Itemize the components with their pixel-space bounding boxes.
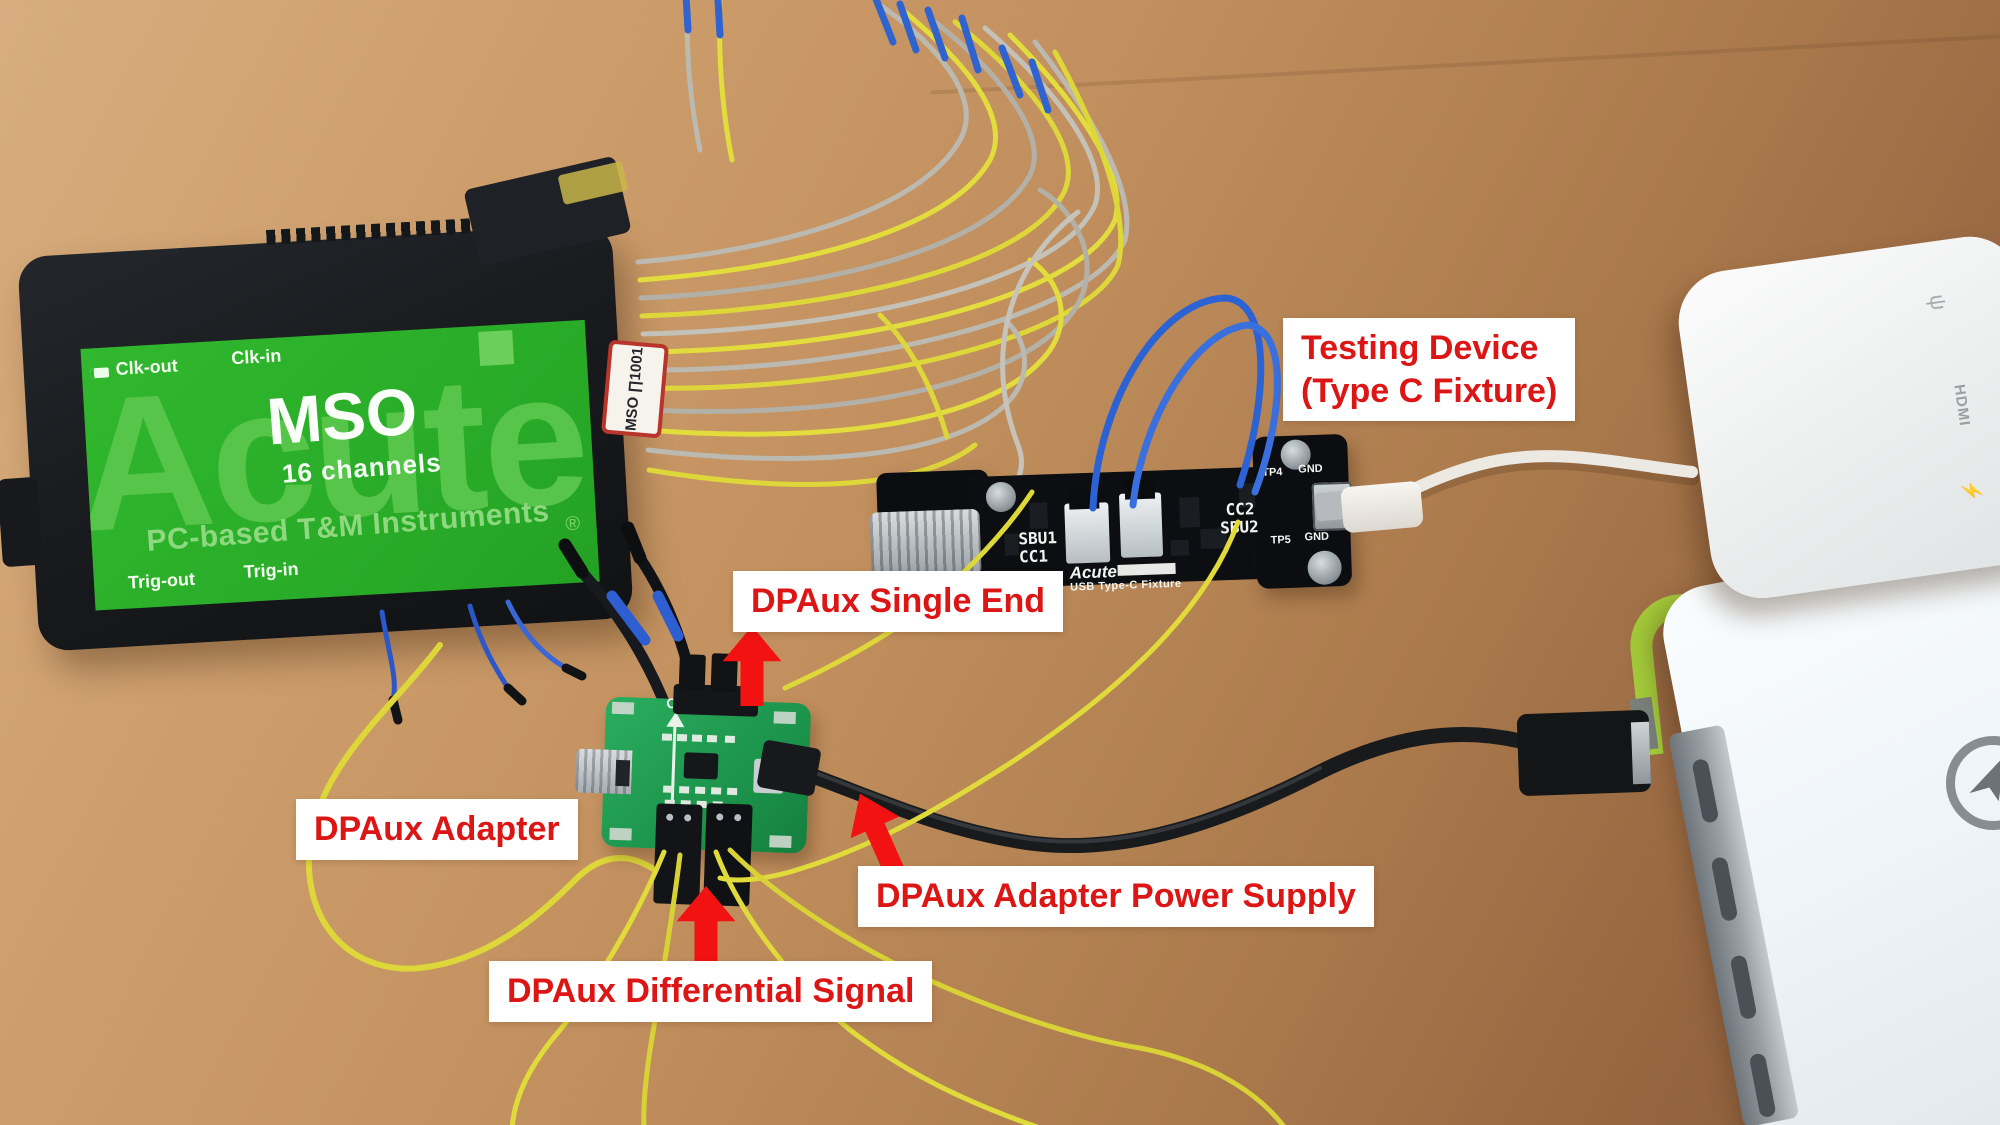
mso-side-clip [0, 476, 44, 568]
adapter-bottom-header [653, 803, 703, 905]
silk-tp5: TP5 [1270, 533, 1292, 547]
harness-wires [635, 0, 1130, 487]
probe-housing [678, 654, 706, 691]
adapter-bottom-header [703, 803, 753, 907]
relay-block [1064, 502, 1111, 564]
registered-mark: ® [564, 512, 581, 536]
charge-icon: ⚡ [1960, 478, 1984, 504]
mso-device: Acute Clk-out Clk-in MSO 16 channels ® P… [17, 217, 634, 652]
wire-clamp [1068, 488, 1100, 510]
wire-clamp [1124, 478, 1156, 500]
usba-plug-metal [1630, 721, 1652, 785]
label-dpaux-adapter: DPAux Adapter [296, 799, 578, 860]
battery-icon [90, 367, 110, 379]
compass-logo-icon [1946, 736, 2000, 830]
label-testing-device-line1: Testing Device [1301, 329, 1539, 367]
mso-screen: Acute Clk-out Clk-in MSO 16 channels ® P… [80, 319, 600, 611]
watermark-square-dot [478, 330, 515, 366]
usb-icon: ψ [1924, 292, 1952, 312]
silk-gnd-top: GND [1297, 462, 1323, 476]
silk-sbu1: SBU1 [1018, 528, 1058, 549]
micro-usb-plug [756, 739, 822, 797]
trig-out-label: Trig-out [127, 568, 196, 593]
label-testing-device: Testing Device (Type C Fixture) [1283, 318, 1576, 421]
fixture-name: USB Type-C Fixture [1069, 577, 1182, 594]
hub-cable [1376, 450, 1698, 510]
power-cable [794, 727, 1528, 854]
hub-cable-shadow [1374, 454, 1700, 518]
table-seam [930, 33, 2000, 95]
blue-heatshrink-tips [682, 0, 1052, 114]
pcb-corner-pads [580, 661, 840, 849]
mini-usb-slot [615, 759, 631, 787]
label-dpaux-single-end: DPAux Single End [733, 571, 1064, 632]
label-dpaux-differential: DPAux Differential Signal [489, 961, 933, 1022]
label-testing-device-line2: (Type C Fixture) [1301, 371, 1558, 410]
silk-cc2: CC2 [1225, 499, 1255, 520]
mso-model: MSO [264, 373, 420, 459]
adapter-ic [683, 752, 719, 780]
label-dpaux-power-supply: DPAux Adapter Power Supply [858, 866, 1374, 927]
clk-in-label: Clk-in [230, 345, 282, 369]
clk-out-label: Clk-out [115, 355, 179, 379]
mso-side-label: MSO ∏1001 [601, 339, 669, 439]
usbc-metal-plug [869, 508, 982, 579]
white-usbc-plug [1340, 480, 1424, 534]
silk-pads [580, 661, 840, 809]
relay-block [1118, 492, 1164, 558]
trig-in-label: Trig-in [243, 558, 300, 582]
silk-tp4: TP4 [1262, 466, 1283, 479]
silk-cc1: CC1 [1018, 546, 1049, 567]
waveform-icon: ∏ [625, 379, 644, 394]
silk-sbu2: SBU2 [1219, 516, 1260, 538]
mso-top-connector-teeth [265, 217, 492, 246]
hdmi-label: HDMI [1950, 383, 1974, 428]
usbc-hub: ψ HDMI ⚡ [1672, 229, 2000, 605]
side-label-number: 1001 [626, 346, 647, 382]
fixture-white-bar [1117, 562, 1176, 576]
header-pins [580, 661, 840, 822]
silk-gnd-bottom: GND [1304, 530, 1330, 544]
side-label-model: MSO [622, 396, 643, 432]
